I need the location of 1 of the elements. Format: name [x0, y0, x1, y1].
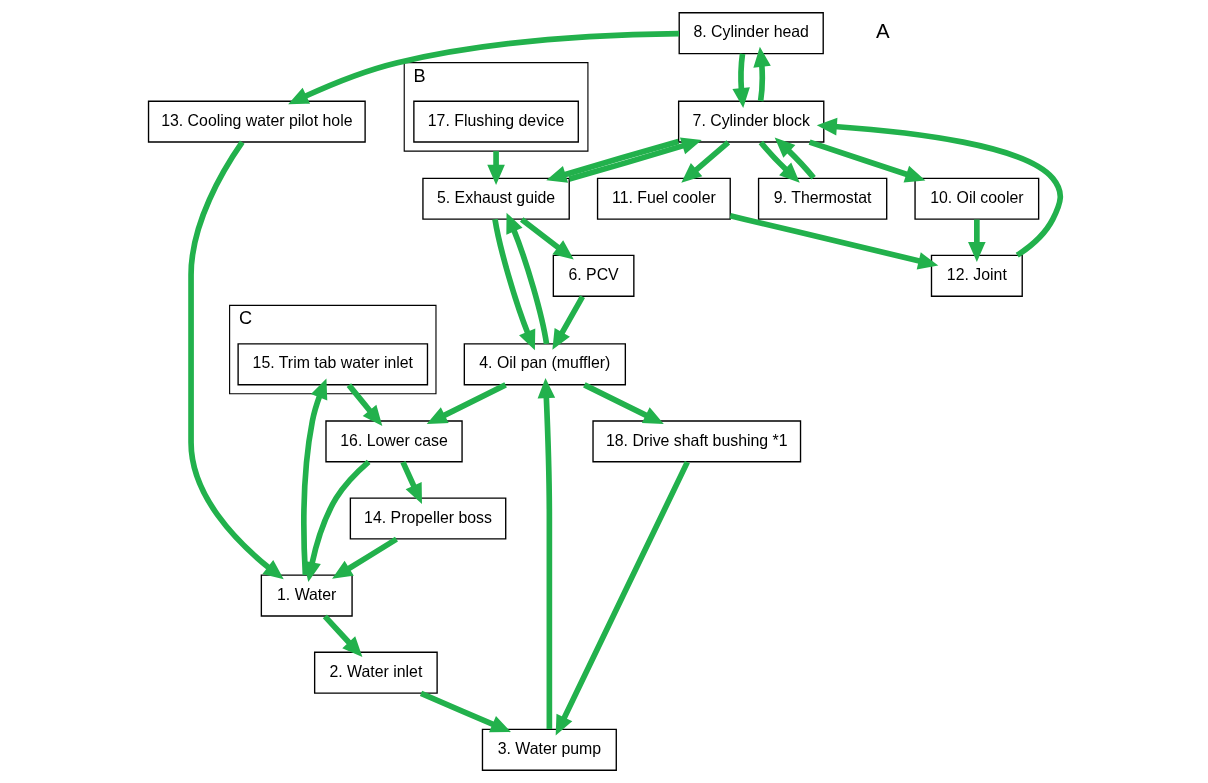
label: A: [875, 20, 890, 43]
